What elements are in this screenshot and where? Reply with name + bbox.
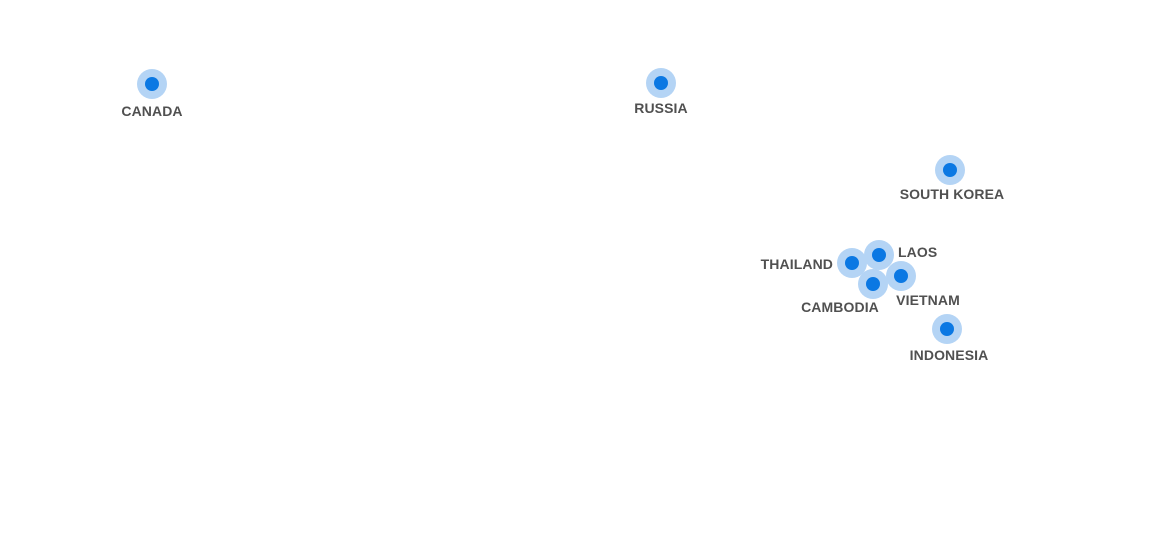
marker-label-vietnam: VIETNAM — [896, 292, 960, 308]
marker-label-cambodia: CAMBODIA — [801, 299, 879, 315]
location-dot-icon[interactable] — [145, 77, 159, 91]
location-dot-icon[interactable] — [940, 322, 954, 336]
location-dot-icon[interactable] — [894, 269, 908, 283]
marker-label-canada: CANADA — [121, 103, 183, 119]
marker-label-laos: LAOS — [898, 244, 938, 260]
location-dot-icon[interactable] — [845, 256, 859, 270]
marker-label-russia: RUSSIA — [634, 100, 688, 116]
location-dot-icon[interactable] — [872, 248, 886, 262]
marker-label-south-korea: SOUTH KOREA — [899, 186, 1005, 202]
location-dot-icon[interactable] — [866, 277, 880, 291]
location-dot-icon[interactable] — [943, 163, 957, 177]
marker-label-thailand: THAILAND — [760, 256, 833, 272]
location-dot-icon[interactable] — [654, 76, 668, 90]
marker-label-indonesia: INDONESIA — [909, 347, 989, 363]
